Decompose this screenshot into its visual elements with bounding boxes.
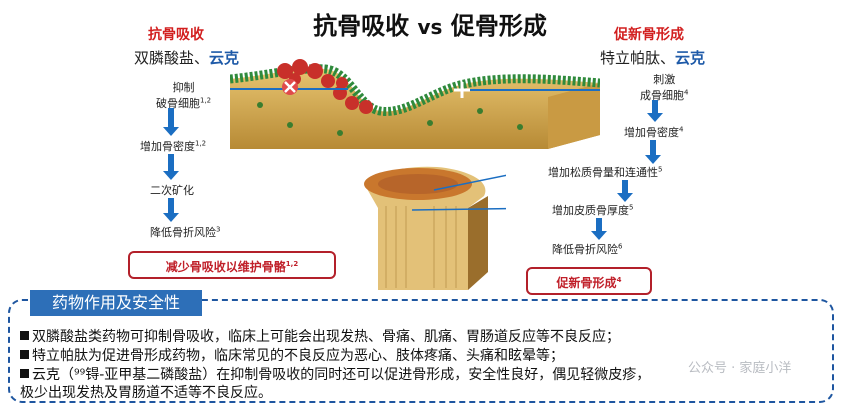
- right-step5-text: 降低骨折风险: [552, 243, 618, 256]
- left-step3: 二次矿化: [150, 184, 194, 197]
- left-step2: 增加骨密度1,2: [140, 138, 206, 154]
- panel-line-2: 特立帕肽为促进骨形成药物，临床常见的不良反应为恶心、肢体疼痛、头痛和眩晕等；: [20, 345, 564, 365]
- left-step1-sup: 1,2: [200, 96, 212, 105]
- left-drugs: 双膦酸盐、云克: [134, 47, 239, 68]
- left-summary-text: 减少骨吸收以维护骨骼: [165, 260, 286, 274]
- left-step1-line1: 抑制: [172, 81, 195, 94]
- stimulate-plus-icon: [454, 82, 470, 98]
- inhibit-mark-icon: [282, 79, 298, 95]
- right-step1-line1: 刺激: [653, 73, 676, 86]
- right-step1-line2: 成骨细胞: [640, 89, 684, 102]
- pointer-trabecular: [433, 174, 506, 191]
- cortical-lines: [385, 206, 457, 288]
- panel-line-3: 云克（⁹⁹锝-亚甲基二磷酸盐）在抑制骨吸收的同时还可以促进骨形成，安全性良好，偶…: [20, 364, 650, 384]
- right-step1-sup: 4: [684, 88, 689, 97]
- left-step4-text: 降低骨折风险: [150, 226, 216, 239]
- right-step5-sup: 6: [618, 242, 623, 251]
- watermark: 公众号 · 家庭小洋: [688, 361, 792, 376]
- panel-title: 药物作用及安全性: [30, 290, 202, 316]
- title-right: 促骨形成: [450, 12, 547, 40]
- bone-surface-illustration: [230, 59, 600, 149]
- page-title: 抗骨吸收 vs 促骨形成: [0, 6, 860, 41]
- left-step2-sup: 1,2: [195, 139, 207, 148]
- right-summary-text: 促新骨形成: [556, 276, 617, 290]
- panel-line-3-text: 云克（⁹⁹锝-亚甲基二磷酸盐）在抑制骨吸收的同时还可以促进骨形成，安全性良好，偶…: [32, 367, 651, 383]
- bullet-square-icon: [20, 331, 29, 340]
- right-drugs-prefix: 特立帕肽、: [600, 49, 676, 67]
- bone-cross-section-illustration: [364, 166, 506, 290]
- left-arrow-1: [163, 108, 179, 136]
- panel-line-1: 双膦酸盐类药物可抑制骨吸收，临床上可能会出现发热、骨痛、肌痛、胃肠道反应等不良反…: [20, 326, 620, 346]
- right-summary-sup: 4: [616, 276, 622, 284]
- right-step2-sup: 4: [679, 125, 684, 134]
- right-step4-text: 增加皮质骨厚度: [552, 204, 629, 217]
- right-step3-sup: 5: [658, 165, 663, 174]
- right-step5: 降低骨折风险6: [552, 241, 622, 257]
- right-step2: 增加骨密度4: [624, 124, 683, 140]
- right-arrow-4: [591, 218, 607, 240]
- bone-side: [548, 83, 600, 149]
- left-heading: 抗骨吸收: [148, 27, 204, 43]
- right-step3: 增加松质骨量和连通性5: [548, 164, 662, 180]
- right-arrow-1: [647, 100, 663, 122]
- right-arrow-2: [645, 140, 661, 164]
- right-step4: 增加皮质骨厚度5: [552, 202, 633, 218]
- bullet-square-icon: [20, 369, 29, 378]
- spongy-bone-side: [468, 196, 488, 290]
- right-drugs-highlight: 云克: [675, 49, 706, 67]
- right-arrow-3: [617, 180, 633, 202]
- right-step3-text: 增加松质骨量和连通性: [548, 166, 658, 179]
- bone-marrow-surface: [378, 174, 458, 194]
- panel-line-4: 极少出现发热及胃肠道不适等不良反应。: [20, 385, 272, 401]
- title-vs: vs: [417, 15, 443, 39]
- right-summary-box: 促新骨形成4: [526, 267, 652, 295]
- left-step1-line2: 破骨细胞: [156, 97, 200, 110]
- right-step2-text: 增加骨密度: [624, 126, 679, 139]
- bone-spots: [257, 102, 523, 136]
- drug-safety-panel: [8, 299, 834, 403]
- right-step4-sup: 5: [629, 203, 634, 212]
- left-drugs-prefix: 双膦酸盐、: [134, 49, 210, 67]
- bullet-square-icon: [20, 350, 29, 359]
- left-drugs-highlight: 云克: [209, 49, 240, 67]
- right-heading: 促新骨形成: [614, 27, 684, 43]
- right-step1: 刺激 成骨细胞4: [640, 71, 688, 103]
- left-arrow-3: [163, 198, 179, 222]
- left-step4: 降低骨折风险3: [150, 224, 220, 240]
- left-arrow-2: [163, 154, 179, 180]
- left-step2-text: 增加骨密度: [140, 140, 195, 153]
- title-main: 抗骨吸收: [313, 12, 410, 40]
- panel-line-2-text: 特立帕肽为促进骨形成药物，临床常见的不良反应为恶心、肢体疼痛、头痛和眩晕等；: [32, 348, 564, 364]
- left-summary-sup: 1,2: [285, 260, 299, 268]
- right-drugs: 特立帕肽、云克: [600, 47, 705, 68]
- left-summary-box: 减少骨吸收以维护骨骼1,2: [128, 251, 336, 279]
- pointer-cortical: [411, 207, 506, 211]
- panel-line-1-text: 双膦酸盐类药物可抑制骨吸收，临床上可能会出现发热、骨痛、肌痛、胃肠道反应等不良反…: [32, 329, 620, 345]
- lining-cells: [230, 64, 600, 116]
- left-step4-sup: 3: [216, 225, 221, 234]
- left-step1: 抑制 破骨细胞1,2: [156, 79, 211, 111]
